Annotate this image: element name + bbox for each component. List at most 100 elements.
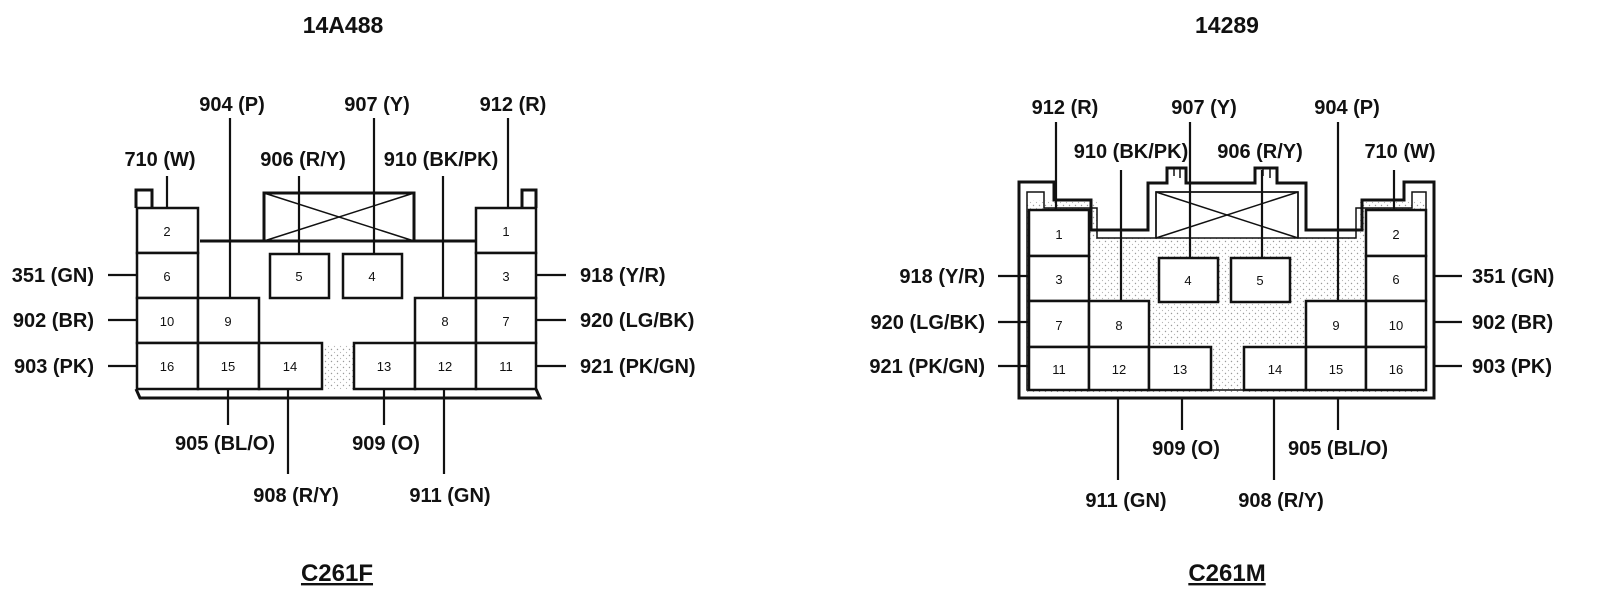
pin-cavity-5: 5 [268,252,331,300]
pin-cavity-14: 14 [1242,345,1308,392]
wire-label-906: 906 (R/Y) [260,149,346,171]
svg-text:15: 15 [221,359,235,374]
wire-label-907: 907 (Y) [1171,97,1237,119]
pin-cavity-5: 5 [1229,256,1292,304]
svg-text:2: 2 [1392,227,1399,242]
wire-label-710: 710 (W) [124,149,195,171]
wire-label-906: 906 (R/Y) [1217,141,1303,163]
connector-c261m: 14289 1 3 7 11 8 12 13 4 5 14 9 15 2 6 1… [869,12,1554,587]
svg-text:5: 5 [1256,273,1263,288]
wire-label-903: 903 (PK) [1472,356,1552,378]
svg-text:3: 3 [502,269,509,284]
keyway-right [1155,191,1299,239]
pin-cavity-2: 2 [135,206,200,255]
wire-label-920: 920 (LG/BK) [580,310,694,332]
svg-text:7: 7 [502,314,509,329]
svg-text:4: 4 [1184,273,1191,288]
svg-text:3: 3 [1055,272,1062,287]
svg-text:5: 5 [295,269,302,284]
part-number-left: 14A488 [303,12,384,38]
wire-label-921: 921 (PK/GN) [580,356,696,378]
wire-label-909: 909 (O) [1152,438,1220,460]
pin-cavity-4: 4 [1157,256,1220,304]
svg-text:14: 14 [283,359,297,374]
svg-text:13: 13 [377,359,391,374]
svg-text:2: 2 [163,224,170,239]
svg-text:7: 7 [1055,318,1062,333]
wire-label-904: 904 (P) [199,94,265,116]
pin-cavity-4: 4 [341,252,404,300]
svg-text:12: 12 [1112,362,1126,377]
wire-label-912: 912 (R) [480,94,547,116]
wire-label-907: 907 (Y) [344,94,410,116]
svg-text:8: 8 [441,314,448,329]
pin-cavity-16: 16 [135,341,200,391]
wire-label-921: 921 (PK/GN) [869,356,985,378]
wire-label-902: 902 (BR) [1472,312,1553,334]
wire-label-918: 918 (Y/R) [899,266,985,288]
wire-label-918: 918 (Y/R) [580,265,666,287]
wire-label-910: 910 (BK/PK) [384,149,498,171]
wire-label-905: 905 (BL/O) [175,433,275,455]
svg-text:14: 14 [1268,362,1282,377]
pin-cavity-12: 12 [1087,345,1151,392]
svg-text:10: 10 [160,314,174,329]
svg-text:6: 6 [163,269,170,284]
svg-text:11: 11 [1052,362,1066,377]
pin-cavity-1: 1 [474,206,538,255]
pin-cavity-3: 3 [1027,254,1091,303]
pin-cavity-6: 6 [1364,254,1428,303]
wire-label-908: 908 (R/Y) [253,485,339,507]
wire-label-920: 920 (LG/BK) [871,312,985,334]
pin-cavity-10: 10 [1364,299,1428,349]
wire-label-351: 351 (GN) [12,265,94,287]
svg-text:16: 16 [1389,362,1403,377]
wire-label-905: 905 (BL/O) [1288,438,1388,460]
svg-text:13: 13 [1173,362,1187,377]
svg-text:10: 10 [1389,318,1403,333]
part-number-right: 14289 [1195,12,1259,38]
svg-text:1: 1 [502,224,509,239]
svg-text:12: 12 [438,359,452,374]
pin-cavity-16: 16 [1364,345,1428,392]
svg-text:9: 9 [1332,318,1339,333]
pin-cavity-11: 11 [474,341,538,391]
svg-text:6: 6 [1392,272,1399,287]
pin-cavity-9: 9 [196,296,261,345]
pin-cavity-3: 3 [474,251,538,300]
connector-c261f: 14A488 2 6 10 16 9 15 14 5 4 13 8 12 1 3… [12,12,696,587]
svg-text:4: 4 [368,269,375,284]
pin-cavity-10: 10 [135,296,200,345]
wire-label-909: 909 (O) [352,433,420,455]
wire-label-910: 910 (BK/PK) [1074,141,1188,163]
wire-label-902: 902 (BR) [13,310,94,332]
wire-label-911: 911 (GN) [409,485,490,507]
pin-cavity-9: 9 [1304,299,1368,349]
svg-text:15: 15 [1329,362,1343,377]
svg-text:8: 8 [1115,318,1122,333]
pin-cavity-8: 8 [1087,299,1151,349]
svg-text:16: 16 [160,359,174,374]
pin-cavity-7: 7 [1027,299,1091,349]
pin-cavity-6: 6 [135,251,200,300]
wire-label-908: 908 (R/Y) [1238,490,1324,512]
wire-label-351: 351 (GN) [1472,266,1554,288]
svg-text:11: 11 [499,359,513,374]
wire-leads-right [998,122,1462,480]
wire-label-911: 911 (GN) [1085,490,1166,512]
pin-cavity-15: 15 [1304,345,1368,392]
pin-cavity-1: 1 [1027,208,1091,258]
wire-label-912: 912 (R) [1032,97,1099,119]
pin-cavity-2: 2 [1364,208,1428,258]
pin-cavity-13: 13 [352,341,417,391]
pin-cavity-13: 13 [1147,345,1213,392]
svg-text:9: 9 [224,314,231,329]
wire-leads-left [108,118,566,474]
wire-label-710: 710 (W) [1364,141,1435,163]
pin-cavity-12: 12 [413,341,478,391]
connector-name-left: C261F [301,560,373,587]
wire-label-904: 904 (P) [1314,97,1380,119]
pin-cavity-7: 7 [474,296,538,345]
pin-cavity-15: 15 [196,341,261,391]
pin-cavity-8: 8 [413,296,478,345]
